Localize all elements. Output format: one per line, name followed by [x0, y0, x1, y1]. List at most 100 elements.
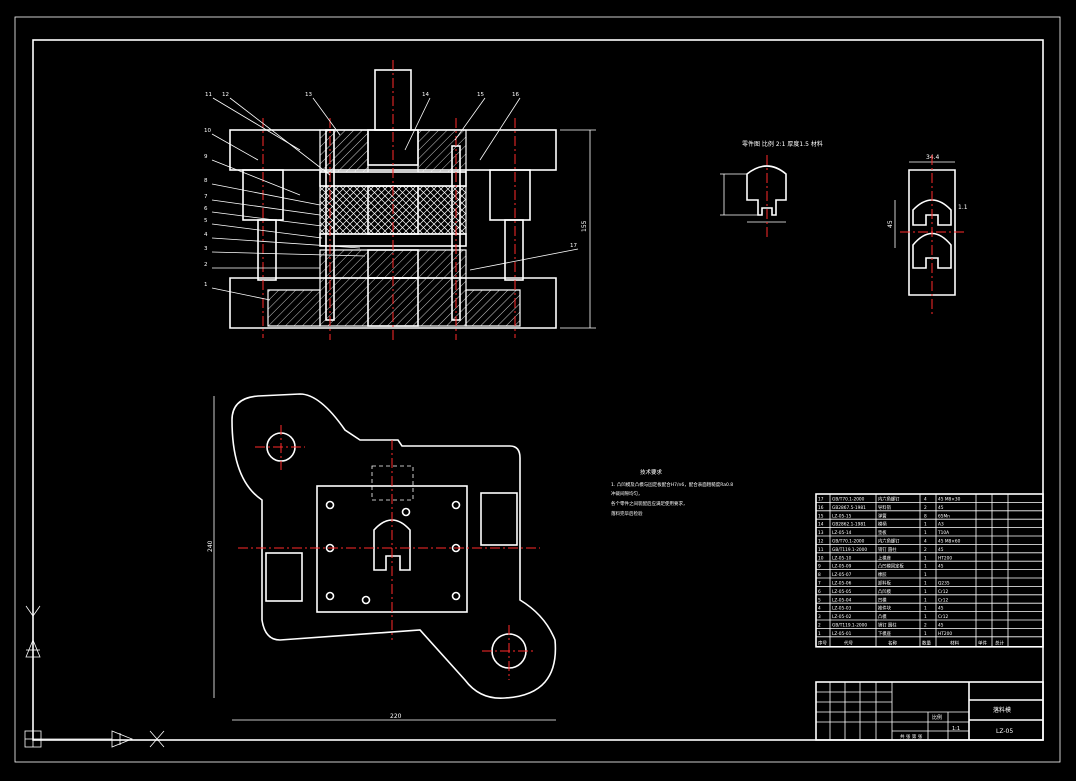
callout-leader: [229, 97, 331, 176]
plan-view: 240 220: [207, 393, 557, 721]
bom-cell: LZ-05-07: [832, 572, 852, 578]
bom-cell: 16: [818, 505, 824, 511]
bom-cell: 5: [818, 597, 821, 603]
bom-cell: 45 M8×60: [938, 539, 961, 545]
part-detail-a-label: 零件图 比例 2:1 厚度1.5 材料: [742, 140, 823, 148]
bom-header-cell: 材料: [950, 639, 959, 646]
part-callout-9: 9: [204, 154, 208, 160]
ucs-icon: [24, 605, 165, 748]
bom-cell: 内六角螺钉: [878, 496, 900, 503]
bom-cell: GB2862.1-1981: [832, 522, 866, 528]
bom-cell: 45: [938, 623, 944, 629]
callout-leader: [479, 97, 521, 161]
bom-frame: [815, 493, 1044, 648]
bom-cell: 45: [938, 547, 944, 553]
plan-width-dim: 220: [390, 713, 402, 720]
bom-cell: 模柄: [878, 521, 887, 528]
bom-cell: 内六角螺钉: [878, 538, 900, 545]
bom-cell: 导料销: [878, 504, 892, 511]
part-callout-2: 2: [204, 262, 208, 268]
bom-cell: 1: [924, 530, 927, 536]
bom-cell: 橡胶: [878, 571, 887, 578]
part-callout-1: 1: [204, 282, 208, 288]
part-callout-5: 5: [204, 218, 208, 224]
part-callout-10: 10: [204, 128, 211, 134]
bom-cell: 8: [924, 513, 927, 519]
bom-cell: 4: [924, 497, 927, 503]
bom-cell: 1: [924, 564, 927, 570]
bom-cell: 45 M8×30: [938, 497, 961, 503]
bom-cell: 弹簧: [878, 512, 887, 519]
bom-cell: LZ-05-06: [832, 581, 852, 587]
bom-cell: 1: [818, 631, 821, 637]
part-callout-14: 14: [422, 92, 429, 98]
bom-cell: Cr12: [938, 597, 949, 603]
bom-cell: 凹模: [878, 596, 887, 603]
notes-line3: 各个零件之间装配后应满足使用要求，: [611, 500, 688, 507]
part-callout-16: 16: [512, 92, 519, 98]
lower-die-outline: [231, 393, 557, 699]
bom-cell: 上模座: [878, 554, 892, 561]
bom-cell: HT200: [938, 631, 952, 637]
bom-header-cell: 代号: [844, 639, 853, 646]
bom-cell: LZ-05-14: [832, 530, 852, 536]
callout-leader: [211, 223, 323, 239]
bom-cell: GB/T70.1-2000: [832, 539, 865, 545]
bom-cell: 1: [924, 572, 927, 578]
bom-header-cell: 名称: [888, 639, 897, 646]
bom-cell: 45: [938, 505, 944, 511]
bom-cell: 垫板: [878, 529, 887, 536]
bom-cell: 凸凹模固定板: [878, 563, 904, 570]
bom-cell: LZ-05-05: [832, 589, 852, 595]
callout-leader: [454, 97, 486, 141]
part-b-right-dim: 1.1: [958, 204, 968, 211]
bom-cell: GB/T119.1-2000: [832, 623, 867, 629]
bom-cell: 4: [818, 606, 821, 612]
bom-cell: A3: [938, 522, 944, 528]
part-callout-3: 3: [204, 246, 208, 252]
notes-line2: 冲裁间隙均匀，: [611, 490, 643, 497]
plan-height-dim: 240: [207, 540, 214, 552]
bom-cell: 1: [924, 597, 927, 603]
bom-cell: 11: [818, 547, 824, 553]
bom-header-cell: 序号: [818, 639, 827, 646]
scale-value: 1:1: [952, 726, 960, 732]
bom-cell: 10: [818, 555, 824, 561]
bom-cell: 3: [818, 614, 821, 620]
drawing-number: LZ-05: [996, 728, 1013, 735]
bom-cell: 8: [818, 572, 821, 578]
bom-cell: LZ-05-04: [832, 597, 852, 603]
bom-cell: 2: [924, 623, 927, 629]
notes-title: 技术要求: [640, 468, 663, 476]
bom-cell: 17: [818, 497, 824, 503]
bom-cell: T10A: [937, 530, 949, 536]
sheet-border: [14, 16, 1061, 763]
drawing-frame: [32, 39, 1044, 741]
bom-cell: 7: [818, 581, 821, 587]
callout-leader: [211, 183, 321, 206]
bom-cell: 9: [818, 564, 821, 570]
part-callout-13: 13: [305, 92, 312, 98]
bom-cell: 45: [938, 564, 944, 570]
scale-label: 比例: [932, 714, 942, 721]
die-opening: [373, 519, 411, 571]
bom-cell: 1: [924, 522, 927, 528]
bom-cell: Cr12: [938, 614, 949, 620]
callout-leader: [211, 211, 323, 227]
part-callout-7: 7: [204, 194, 208, 200]
bom-cell: 下模座: [878, 630, 892, 637]
bom-cell: 销钉 圆柱: [878, 622, 897, 629]
bom-cell: 14: [818, 522, 824, 528]
bom-cell: LZ-05-15: [832, 513, 852, 519]
part-b-height-dim: 45: [887, 220, 894, 228]
bom-cell: 凸凹模: [878, 588, 892, 595]
title-block: 落料模 LZ-05 比例 1:1 共 张 第 张: [815, 681, 1044, 741]
notes-line1: 1. 凸凹模及凸模与固定板配合H7/n6，配合表面粗糙度Ra0.8: [611, 481, 733, 488]
notes-line4: 落料完毕后检验: [611, 510, 643, 517]
part-b-width-dim: 34.4: [926, 154, 940, 161]
bom-cell: Cr12: [938, 589, 949, 595]
